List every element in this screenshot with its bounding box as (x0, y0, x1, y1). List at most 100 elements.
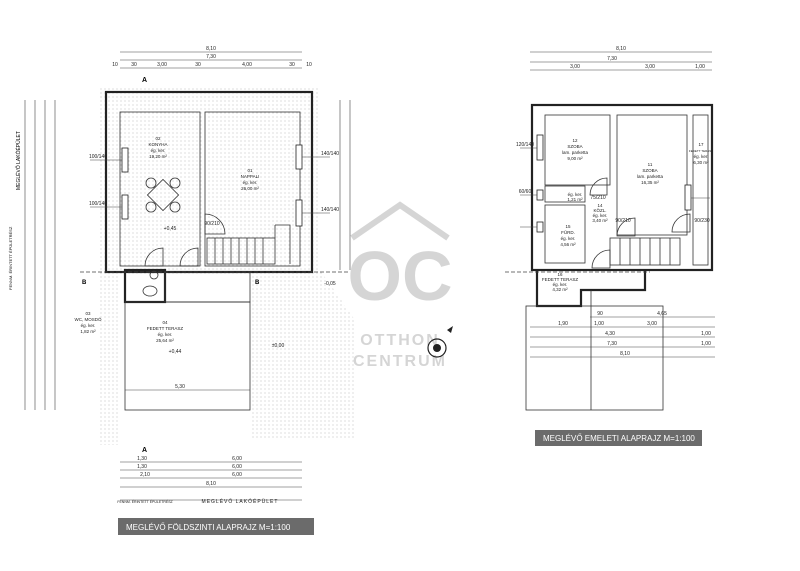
room-label-living: 01 NAPPALI ég. ker. 26,00 m² (241, 168, 260, 191)
level-mark: +0,44 (169, 349, 182, 355)
window-label: 120/140 (516, 142, 534, 148)
room-floor: ég. ker. (243, 180, 258, 185)
room-living (204, 111, 301, 267)
door-label: 75/210 (590, 195, 606, 201)
logo-line2: CENTRUM (353, 353, 447, 370)
room-area: 19,20 m² (149, 154, 167, 159)
room-area: 26,00 m² (241, 186, 259, 191)
room-floor: ég. ker. (151, 148, 166, 153)
dim-total: 8,10 (616, 46, 626, 52)
room-label-kitchen: 02 KONYHA ég. ker. 19,20 m² (148, 136, 167, 159)
door-label: 90/210 (204, 221, 220, 227)
ground-floor-plan: 8,10 7,30 10 30 3,00 30 4,00 30 10 A (8, 46, 355, 535)
dim: 6,00 (232, 456, 242, 462)
terrace-dim: 5,30 (175, 384, 185, 390)
dim: 3,00 (157, 62, 167, 68)
room-floor: ég. ker. (694, 154, 709, 159)
room-name: KÖZL. (593, 207, 606, 213)
ground-top-dimensions: 8,10 7,30 10 30 3,00 30 4,00 30 10 A (112, 46, 312, 84)
room-number: 14 (597, 203, 603, 208)
room-name: WC, MOSDÓ (75, 316, 102, 322)
room-number: 01 (247, 168, 253, 173)
dim: 4,30 (605, 331, 615, 337)
dim: 4,65 (657, 311, 667, 317)
room-name: FEDETT TERASZ (689, 149, 713, 153)
room-name: FEDETT TERASZ (542, 277, 579, 282)
room-area: 4,56 m² (560, 242, 576, 247)
ground-floor-title: MEGLÉVŐ FÖLDSZINTI ALAPRAJZ M=1:100 (126, 523, 291, 532)
room-floor: lam. parketta (637, 174, 664, 179)
room-number: 15 (565, 224, 571, 229)
section-mark-a: A (142, 447, 147, 454)
room-label-16: 16 FEDETT TERASZ ég. ker. 4,32 m² (542, 272, 579, 292)
window-label: 100/140 (89, 201, 107, 207)
dim: 7,30 (607, 341, 617, 347)
room-number: 16 (557, 272, 563, 277)
room-floor: ég. ker. (553, 282, 568, 287)
room-name: NAPPALI (241, 174, 260, 179)
room-area: 4,32 m² (552, 287, 568, 292)
dim: 3,00 (570, 64, 580, 70)
dim: 6,00 (232, 472, 242, 478)
dim: 1,00 (695, 64, 705, 70)
room-label-terrace: 04 FEDETT TERASZ ég. ker. 25,64 m² (147, 320, 184, 343)
room-area: 16,35 m² (641, 180, 659, 185)
dim: 30 (289, 62, 295, 68)
left-building-label: MEGLÉVŐ LAKÓÉPÜLET (15, 131, 22, 190)
left-annex-label: FENNM. ÉRINTETT ÉPÜLETRÉSZ (8, 226, 13, 290)
covered-terrace (124, 301, 251, 411)
room-number: 11 (648, 162, 653, 167)
dim: 1,00 (701, 341, 711, 347)
level-mark: -0,05 (324, 281, 336, 287)
dim: 1,00 (701, 331, 711, 337)
room-area: 1,82 m² (80, 329, 96, 334)
dim-inner: 7,30 (206, 54, 216, 60)
dim: 10 (306, 62, 312, 68)
room-label-14: 14 KÖZL. ég. ker. 3,40 m² (592, 203, 608, 223)
north-arrow-icon (427, 326, 453, 358)
room-number: 03 (85, 311, 91, 316)
door-label: 90/210 (615, 218, 631, 224)
room-name: FÜRD. (561, 229, 575, 235)
dining-table-icon (145, 177, 181, 213)
room-area: 3,40 m² (592, 218, 608, 223)
dim: 10 (112, 62, 118, 68)
section-mark-a: A (142, 77, 147, 84)
room-12 (544, 114, 611, 186)
window-label: 140/140 (321, 151, 339, 157)
dim: 1,90 (558, 321, 568, 327)
room-name: SZOBA (567, 144, 582, 149)
dim-total: 8,10 (206, 46, 216, 52)
room-area: 25,64 m² (156, 338, 174, 343)
room-area: 6,30 m² (693, 160, 709, 165)
room-number: 12 (572, 138, 578, 143)
upper-floor-title-box (535, 430, 702, 446)
room-label-17: 17 FEDETT TERASZ ég. ker. 6,30 m² (689, 142, 713, 165)
dim: 1,30 (137, 456, 147, 462)
dim-total: 8,10 (206, 481, 216, 487)
window-label: 140/140 (321, 207, 339, 213)
room-floor: ég. ker. (81, 323, 96, 328)
window-label: 100/140 (89, 154, 107, 160)
room-label-wc: 03 WC, MOSDÓ ég. ker. 1,82 m² (75, 311, 102, 334)
room-area: 9,00 m² (567, 156, 583, 161)
room-number: 02 (155, 136, 161, 141)
dim: 30 (131, 62, 137, 68)
dim-inner: 7,30 (607, 56, 617, 62)
room-floor: lam. parketta (562, 150, 589, 155)
otthon-centrum-logo: OC OTTHON CENTRUM (348, 201, 453, 370)
room-floor: ég. ker. (158, 332, 173, 337)
dim: 2,10 (140, 472, 150, 478)
room-13 (544, 185, 586, 203)
room-17 (692, 114, 709, 266)
logo-line1: OTTHON (360, 332, 440, 349)
level-mark: ±0,00 (272, 343, 285, 349)
room-label-13: ég. ker. 1,21 m² (567, 192, 583, 202)
room-11 (616, 114, 688, 236)
room-floor: ég. ker. (593, 213, 608, 218)
dim: 1,00 (594, 321, 604, 327)
room-name: SZOBA (642, 168, 657, 173)
window-label: 60/60 (519, 189, 532, 195)
section-mark-b: B (255, 280, 260, 286)
dim: 4,00 (242, 62, 252, 68)
